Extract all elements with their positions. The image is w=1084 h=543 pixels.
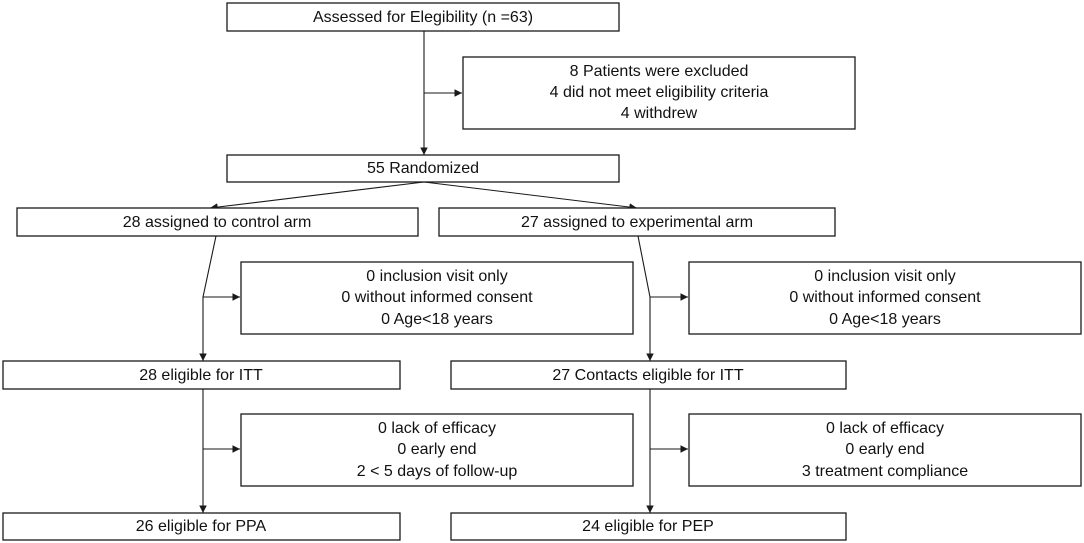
node-control-ppa: 26 eligible for PPA	[2, 512, 401, 541]
node-control-exclusions-line1: 0 inclusion visit only	[366, 268, 507, 285]
edge-experimental-to-itt	[637, 235, 654, 361]
edge-control-to-itt	[199, 235, 217, 361]
edge-randomized-to-experimental	[423, 181, 638, 211]
node-experimental-arm-label: 27 assigned to experimental arm	[521, 214, 753, 231]
node-control-pp-exclusions: 0 lack of efficacy 0 early end 2 < 5 day…	[240, 413, 634, 487]
node-assessed-label: Assessed for Elegibility (n =63)	[313, 9, 533, 26]
node-control-ppa-label: 26 eligible for PPA	[136, 518, 267, 535]
node-randomized-label: 55 Randomized	[367, 160, 479, 177]
node-experimental-exclusions-line1: 0 inclusion visit only	[814, 268, 955, 285]
node-control-itt: 28 eligible for ITT	[2, 360, 401, 390]
node-experimental-arm: 27 assigned to experimental arm	[438, 207, 836, 237]
node-control-exclusions-line3: 0 Age<18 years	[381, 311, 493, 328]
node-experimental-pp-exclusions-line2: 0 early end	[845, 441, 924, 458]
node-assessed: Assessed for Elegibility (n =63)	[226, 2, 620, 32]
node-control-pp-exclusions-line2: 0 early end	[397, 441, 476, 458]
connectors	[199, 31, 688, 513]
node-experimental-itt-label: 27 Contacts eligible for ITT	[552, 367, 743, 384]
node-control-itt-label: 28 eligible for ITT	[139, 367, 263, 384]
node-experimental-exclusions-line3: 0 Age<18 years	[829, 311, 941, 328]
node-control-exclusions: 0 inclusion visit only 0 without informe…	[240, 261, 634, 335]
edge-randomized-to-control	[209, 181, 425, 211]
node-experimental-pep-label: 24 eligible for PEP	[582, 518, 714, 535]
node-excluded-line2: 4 did not meet eligibility criteria	[550, 84, 769, 101]
node-experimental-itt: 27 Contacts eligible for ITT	[450, 360, 847, 390]
node-experimental-pp-exclusions-line3: 3 treatment compliance	[802, 463, 968, 480]
node-control-arm-label: 28 assigned to control arm	[123, 214, 312, 231]
node-excluded: 8 Patients were excluded 4 did not meet …	[462, 56, 856, 130]
node-experimental-pep: 24 eligible for PEP	[450, 512, 847, 541]
node-randomized: 55 Randomized	[226, 154, 620, 183]
node-excluded-line1: 8 Patients were excluded	[570, 63, 749, 80]
node-control-arm: 28 assigned to control arm	[16, 207, 419, 237]
node-experimental-pp-exclusions: 0 lack of efficacy 0 early end 3 treatme…	[688, 413, 1082, 487]
node-excluded-line3: 4 withdrew	[621, 105, 698, 122]
node-control-exclusions-line2: 0 without informed consent	[341, 289, 533, 306]
node-experimental-exclusions-line2: 0 without informed consent	[789, 289, 981, 306]
node-experimental-pp-exclusions-line1: 0 lack of efficacy	[826, 420, 944, 437]
node-control-pp-exclusions-line1: 0 lack of efficacy	[378, 420, 496, 437]
node-experimental-exclusions: 0 inclusion visit only 0 without informe…	[688, 261, 1082, 335]
node-control-pp-exclusions-line3: 2 < 5 days of follow-up	[357, 463, 518, 480]
